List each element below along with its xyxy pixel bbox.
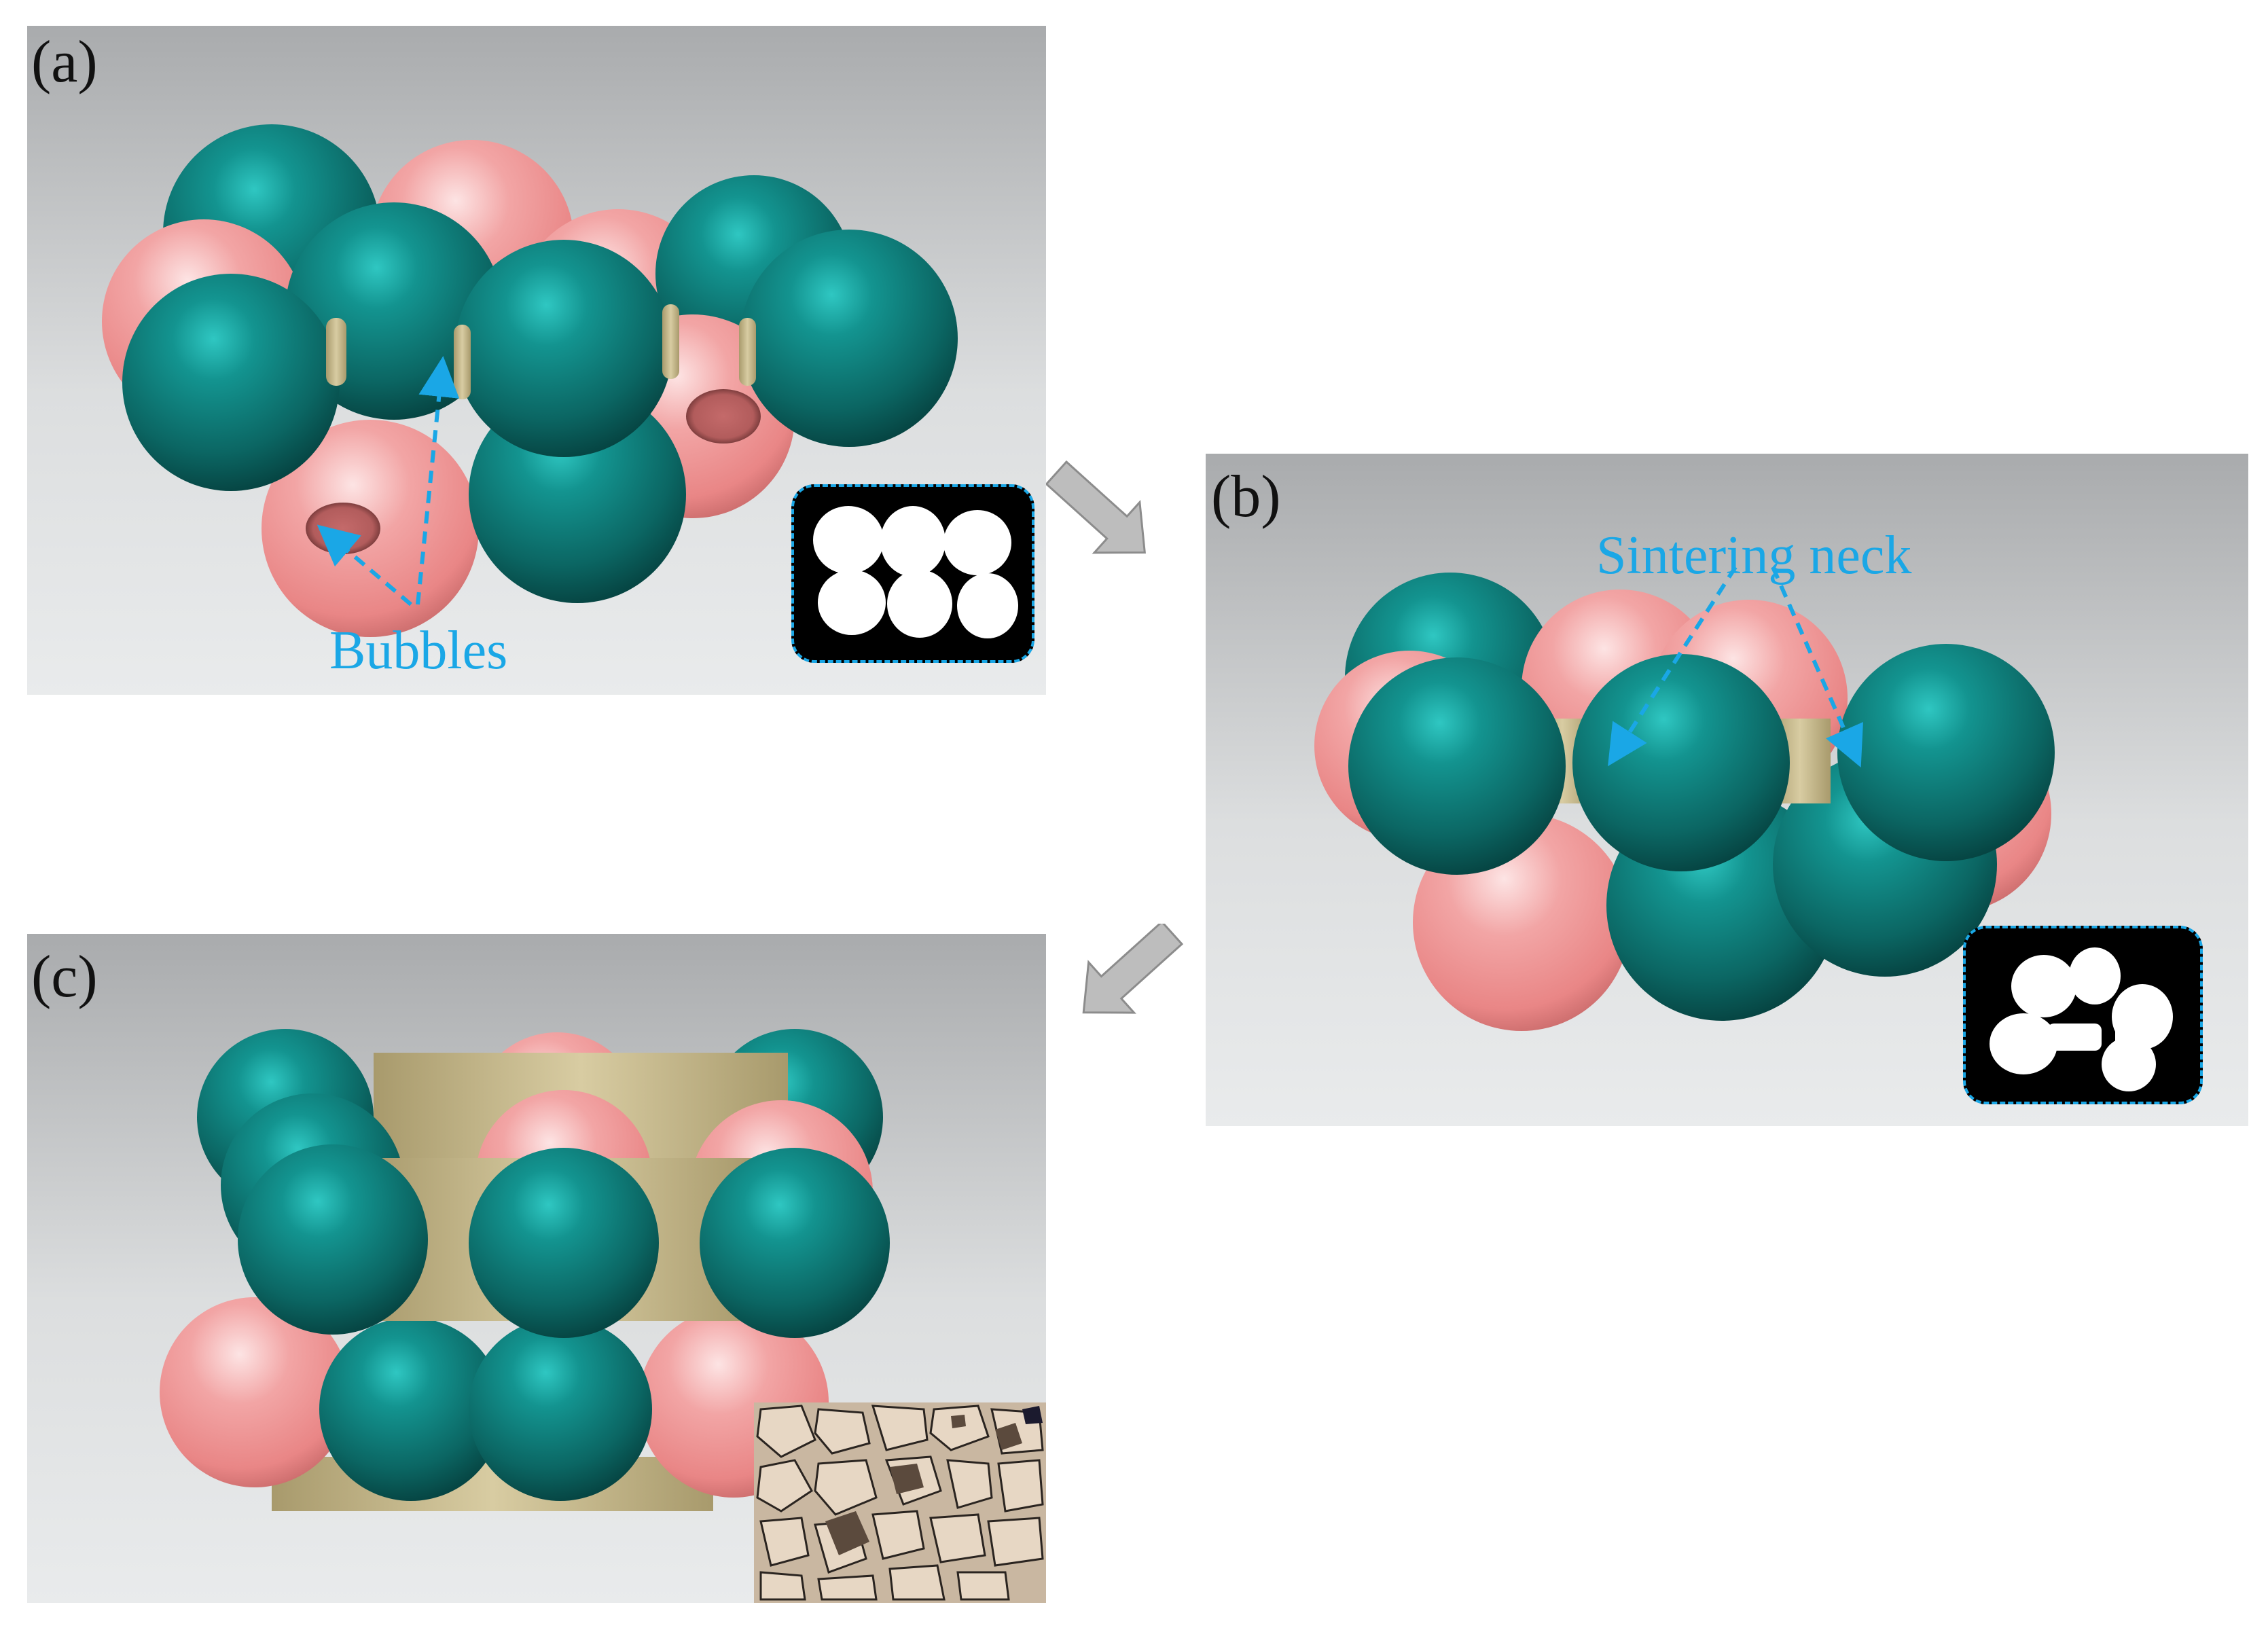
- inset-binary-b: [1963, 926, 2203, 1104]
- panel-a-label: (a): [31, 33, 98, 92]
- teal-sphere: [700, 1148, 890, 1338]
- bubbles-label: Bubbles: [329, 623, 507, 678]
- panel-c: (c): [27, 934, 1046, 1603]
- teal-sphere: [740, 230, 958, 447]
- panel-b-label: (b): [1211, 467, 1281, 527]
- teal-sphere: [469, 1318, 652, 1501]
- sintering-neck-label: Sintering neck: [1596, 528, 1911, 583]
- teal-sphere: [1348, 657, 1566, 875]
- teal-sphere: [238, 1144, 428, 1335]
- neck: [739, 318, 756, 386]
- neck: [326, 318, 346, 386]
- teal-sphere: [122, 274, 340, 491]
- teal-sphere: [469, 1148, 659, 1338]
- micrograph-inset: [754, 1402, 1046, 1603]
- bubble: [306, 503, 380, 554]
- teal-sphere: [1837, 644, 2055, 861]
- panel-c-label: (c): [31, 947, 98, 1007]
- neck: [662, 304, 679, 379]
- neck: [454, 325, 471, 399]
- teal-sphere: [1572, 654, 1790, 871]
- inset-binary-a: [791, 484, 1034, 663]
- flow-arrow-b-to-c: [1046, 924, 1202, 1066]
- bubble: [686, 389, 761, 443]
- panel-b: (b) Sintering neck: [1206, 454, 2248, 1126]
- panel-a: (a) Bubbles: [27, 26, 1046, 695]
- teal-sphere: [455, 240, 672, 457]
- flow-arrow-a-to-b: [1046, 441, 1195, 577]
